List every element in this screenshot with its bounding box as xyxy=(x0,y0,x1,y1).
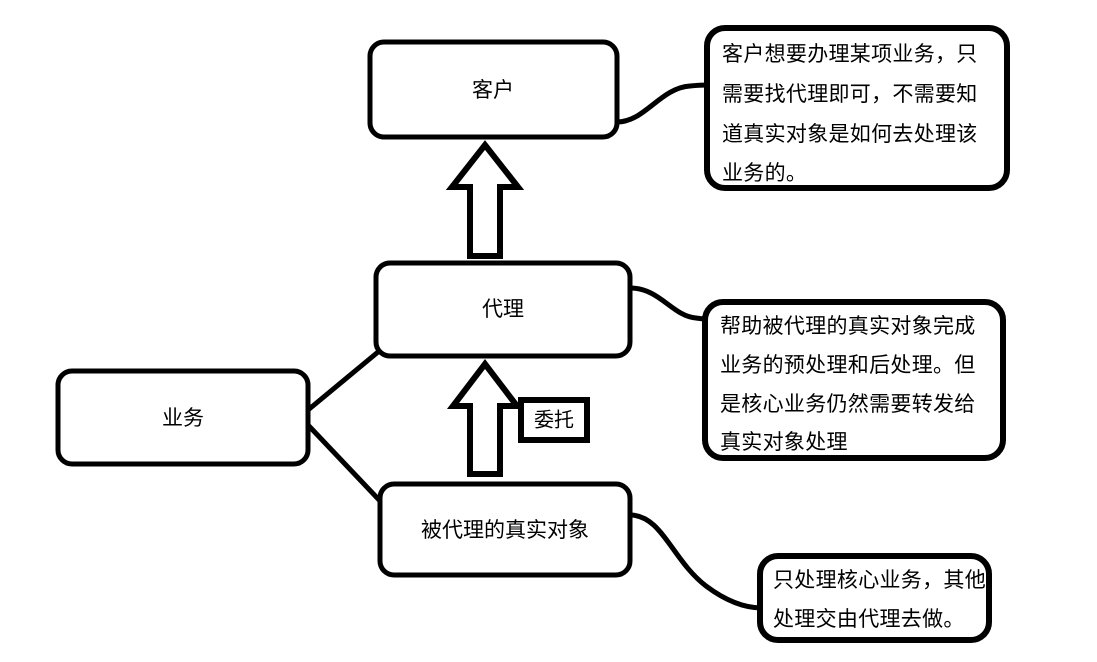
edge-business-to-proxy xyxy=(306,350,380,412)
edge-label-delegate: 委托 xyxy=(518,397,590,443)
node-business-shape xyxy=(55,368,311,467)
connector-client-note xyxy=(614,82,710,125)
note-proxy: 帮助被代理的真实对象完成 业务的预处理和后处理。但 是核心业务仍然需要转发给 真… xyxy=(702,299,1006,461)
note-proxy-shape xyxy=(702,299,1006,461)
note-client-line-2: 需要找代理即可，不需要知 xyxy=(722,82,978,106)
node-proxy-shape xyxy=(373,260,633,359)
note-proxy-line-1: 帮助被代理的真实对象完成 xyxy=(720,314,976,338)
edge-label-delegate-shape xyxy=(518,397,590,443)
node-real-subject-shape xyxy=(377,481,633,578)
node-proxy-label: 代理 xyxy=(482,297,524,321)
node-business-label: 业务 xyxy=(162,406,204,430)
arrow-real-subject-to-proxy xyxy=(446,359,524,477)
node-real-subject-label: 被代理的真实对象 xyxy=(421,518,589,542)
note-client-shape xyxy=(704,25,1010,191)
note-client: 客户想要办理某项业务，只 需要找代理即可，不需要知 道真实对象是如何去处理该 业… xyxy=(704,25,1010,191)
edge-label-delegate-text: 委托 xyxy=(534,408,574,432)
node-real-subject[interactable]: 被代理的真实对象 xyxy=(377,481,633,578)
note-real-subject-line-1: 只处理核心业务，其他 xyxy=(773,568,986,592)
note-real-subject: 只处理核心业务，其他 处理交由代理去做。 xyxy=(757,553,992,643)
note-client-line-4: 业务的。 xyxy=(722,161,807,185)
edge-business-to-real-subject xyxy=(306,423,384,505)
node-client-label: 客户 xyxy=(472,78,514,102)
note-real-subject-shape xyxy=(757,553,992,643)
note-proxy-line-2: 业务的预处理和后处理。但 xyxy=(720,353,976,377)
connector-proxy-note xyxy=(627,285,710,322)
note-real-subject-line-2: 处理交由代理去做。 xyxy=(773,607,965,631)
node-business[interactable]: 业务 xyxy=(55,368,311,467)
connector-real-subject-note xyxy=(627,512,765,611)
node-client-shape xyxy=(367,39,620,140)
note-client-line-3: 道真实对象是如何去处理该 xyxy=(722,122,978,146)
note-proxy-line-4: 真实对象处理 xyxy=(720,430,848,454)
arrow-proxy-to-client xyxy=(445,140,525,259)
note-proxy-line-3: 是核心业务仍然需要转发给 xyxy=(720,392,976,416)
node-proxy[interactable]: 代理 xyxy=(373,260,633,359)
node-client[interactable]: 客户 xyxy=(367,39,620,140)
note-client-line-1: 客户想要办理某项业务，只 xyxy=(722,42,978,66)
